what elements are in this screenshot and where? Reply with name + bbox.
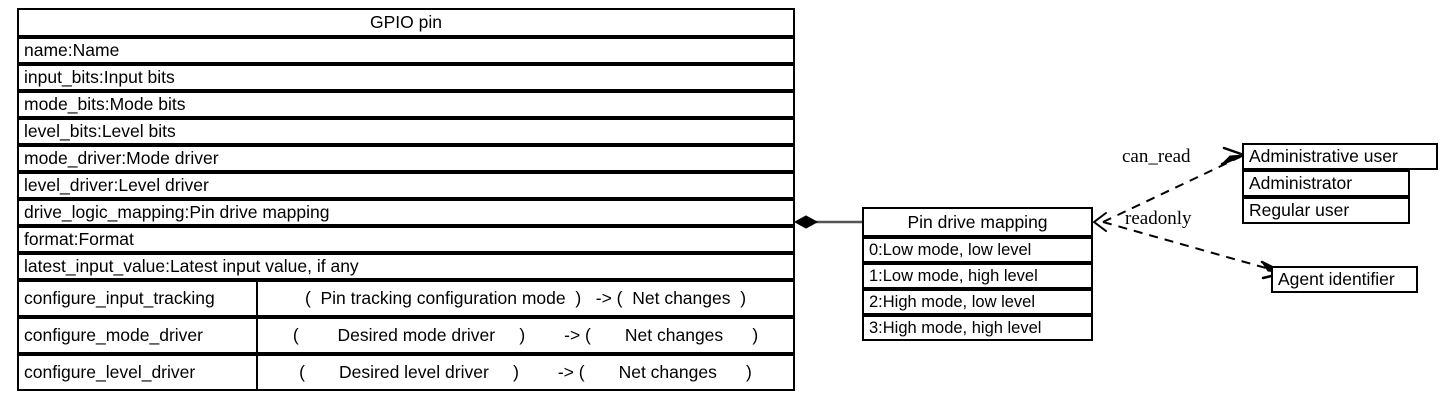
attribute-label: drive_logic_mapping:Pin drive mapping bbox=[24, 202, 330, 222]
dependency-edge-readonly bbox=[1102, 221, 1286, 280]
enum-value-row: 2:High mode, low level bbox=[862, 289, 1093, 315]
open-arrowhead-icon-source bbox=[1093, 212, 1107, 232]
operation-name: configure_level_driver bbox=[19, 356, 258, 389]
enum-value-label: 3:High mode, high level bbox=[869, 318, 1042, 337]
enum-value-row: Regular user bbox=[1242, 197, 1410, 224]
operation-name: configure_input_tracking bbox=[19, 282, 258, 315]
pin-drive-mapping-title-label: Pin drive mapping bbox=[907, 211, 1048, 232]
attribute-row: level_driver:Level driver bbox=[17, 172, 795, 199]
attribute-label: input_bits:Input bits bbox=[24, 67, 175, 87]
attribute-row: mode_driver:Mode driver bbox=[17, 145, 795, 172]
attribute-row: format:Format bbox=[17, 226, 795, 253]
attribute-row: latest_input_value:Latest input value, i… bbox=[17, 253, 795, 280]
operation-row: configure_mode_driver ( Desired mode dri… bbox=[17, 317, 795, 354]
enum-value-row: Administrator bbox=[1242, 170, 1410, 197]
attribute-label: mode_driver:Mode driver bbox=[24, 148, 219, 168]
attribute-row: input_bits:Input bits bbox=[17, 64, 795, 91]
enum-value-label: 2:High mode, low level bbox=[869, 292, 1035, 311]
attribute-label: name:Name bbox=[24, 40, 120, 60]
attribute-label: format:Format bbox=[24, 229, 134, 249]
edge-label-can-read: can_read bbox=[1122, 146, 1191, 167]
attribute-label: level_bits:Level bits bbox=[24, 121, 176, 141]
arrowhead-icon-can-read bbox=[1220, 146, 1246, 166]
operation-signature: ( Desired level driver ) -> ( Net change… bbox=[299, 362, 752, 382]
enum-value-label: Administrator bbox=[1249, 173, 1353, 193]
attribute-row: name:Name bbox=[17, 37, 795, 64]
attribute-row: mode_bits:Mode bits bbox=[17, 91, 795, 118]
enum-value-row: 3:High mode, high level bbox=[862, 315, 1093, 341]
attribute-label: latest_input_value:Latest input value, i… bbox=[24, 256, 359, 276]
operation-row: configure_input_tracking ( Pin tracking … bbox=[17, 280, 795, 317]
attribute-label: level_driver:Level driver bbox=[24, 175, 209, 195]
administrative-user-title-label: Administrative user bbox=[1249, 146, 1398, 166]
operation-name: configure_mode_driver bbox=[19, 319, 258, 352]
enum-value-label: 1:Low mode, high level bbox=[869, 266, 1038, 285]
arrowhead-fill-can-read bbox=[1221, 154, 1245, 165]
attribute-label: mode_bits:Mode bits bbox=[24, 94, 186, 114]
edge-label-readonly: readonly bbox=[1125, 208, 1192, 229]
operation-signature: ( Desired mode driver ) -> ( Net changes… bbox=[292, 325, 759, 345]
gpio-pin-class-title-label: GPIO pin bbox=[370, 12, 442, 32]
enum-value-row: 0:Low mode, low level bbox=[862, 237, 1093, 263]
composition-edge bbox=[793, 215, 862, 229]
pin-drive-mapping-title: Pin drive mapping bbox=[862, 207, 1093, 237]
composition-diamond-icon bbox=[793, 215, 819, 229]
gpio-pin-class-title: GPIO pin bbox=[17, 8, 795, 37]
agent-identifier-title: Agent identifier bbox=[1271, 266, 1418, 293]
operation-signature: ( Pin tracking configuration mode ) -> (… bbox=[304, 288, 747, 308]
enum-value-label: 0:Low mode, low level bbox=[869, 240, 1032, 259]
operation-row: configure_level_driver ( Desired level d… bbox=[17, 354, 795, 391]
attribute-row: drive_logic_mapping:Pin drive mapping bbox=[17, 199, 795, 226]
attribute-row: level_bits:Level bits bbox=[17, 118, 795, 145]
agent-identifier-title-label: Agent identifier bbox=[1278, 269, 1395, 289]
enum-value-row: 1:Low mode, high level bbox=[862, 263, 1093, 289]
enum-value-label: Regular user bbox=[1249, 200, 1350, 220]
administrative-user-title: Administrative user bbox=[1242, 143, 1438, 170]
